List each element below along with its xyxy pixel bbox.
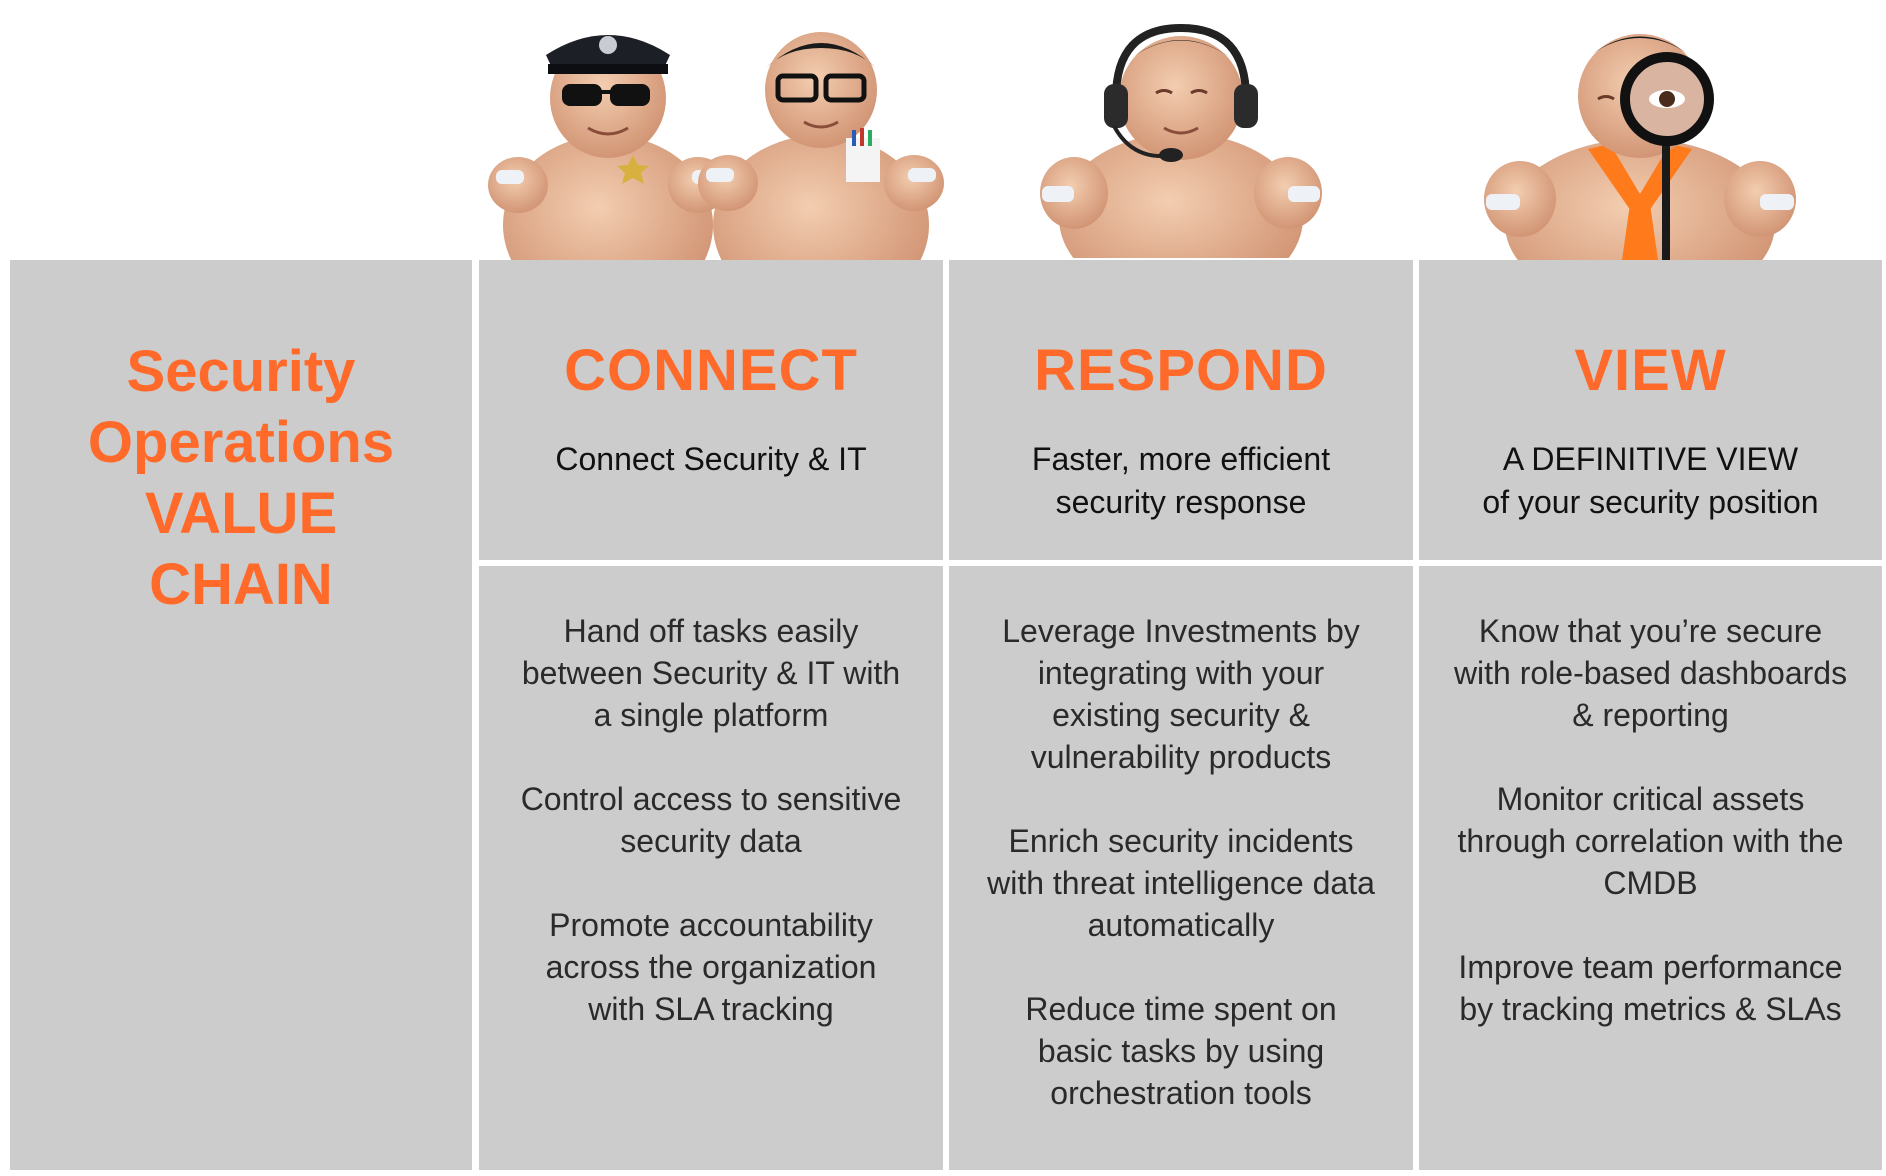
- bullet-line: Know that you’re secure: [1478, 613, 1823, 649]
- connect-header-cell: CONNECT Connect Security & IT: [479, 260, 943, 560]
- bullet-line: with SLA tracking: [588, 991, 834, 1027]
- headset-sumo-icon: [1036, 18, 1326, 258]
- bullet-item: Reduce time spent on basic tasks by usin…: [949, 988, 1413, 1114]
- respond-title: RESPOND: [1034, 338, 1328, 403]
- bullet-line: Leverage Investments by: [1002, 613, 1360, 649]
- connect-subtitle: Connect Security & IT: [479, 438, 943, 481]
- bullet-item: Improve team performance by tracking met…: [1419, 946, 1882, 1030]
- respond-subtitle-line: security response: [1055, 484, 1307, 520]
- respond-subtitle-line: Faster, more efficient: [1031, 441, 1331, 477]
- bullet-line: Control access to sensitive: [520, 781, 902, 817]
- respond-header-cell: RESPOND Faster, more efficient security …: [949, 260, 1413, 560]
- connect-body-cell: Hand off tasks easily between Security &…: [479, 566, 943, 1170]
- bullet-line: basic tasks by using: [1037, 1033, 1325, 1069]
- view-subtitle: A DEFINITIVE VIEW of your security posit…: [1419, 438, 1882, 524]
- connect-bullets: Hand off tasks easily between Security &…: [479, 610, 943, 1072]
- bullet-line: Promote accountability: [549, 907, 873, 943]
- respond-subtitle: Faster, more efficient security response: [949, 438, 1413, 524]
- value-chain-panel: Security Operations VALUE CHAIN: [10, 260, 472, 1170]
- bullet-line: Monitor critical assets: [1496, 781, 1805, 817]
- bullet-line: with role-based dashboards: [1453, 655, 1848, 691]
- bullet-line: between Security & IT with: [521, 655, 901, 691]
- bullet-line: security data: [620, 823, 802, 859]
- respond-bullets: Leverage Investments by integrating with…: [949, 610, 1413, 1156]
- value-chain-title-line: Security: [126, 339, 356, 404]
- bullet-line: Hand off tasks easily: [563, 613, 859, 649]
- bullet-item: Enrich security incidents with threat in…: [949, 820, 1413, 946]
- bullet-item: Monitor critical assets through correlat…: [1419, 778, 1882, 904]
- bullet-line: through correlation with the: [1457, 823, 1844, 859]
- view-title: VIEW: [1574, 338, 1727, 403]
- bullet-line: Reduce time spent on: [1025, 991, 1337, 1027]
- bullet-line: Enrich security incidents: [1008, 823, 1354, 859]
- value-chain-title: Security Operations VALUE CHAIN: [10, 336, 472, 620]
- value-chain-title-line: CHAIN: [149, 552, 333, 617]
- magnifier-sumo-icon: [1480, 24, 1800, 260]
- bullet-line: automatically: [1087, 907, 1275, 943]
- view-bullets: Know that you’re secure with role-based …: [1419, 610, 1882, 1072]
- bullet-line: CMDB: [1603, 865, 1698, 901]
- bullet-line: across the organization: [545, 949, 877, 985]
- bullet-line: with threat intelligence data: [987, 865, 1375, 901]
- bullet-item: Know that you’re secure with role-based …: [1419, 610, 1882, 736]
- view-header-cell: VIEW A DEFINITIVE VIEW of your security …: [1419, 260, 1882, 560]
- view-subtitle-line: of your security position: [1482, 484, 1819, 520]
- bullet-line: Improve team performance: [1458, 949, 1843, 985]
- bullet-item: Promote accountability across the organi…: [479, 904, 943, 1030]
- bullet-item: Control access to sensitive security dat…: [479, 778, 943, 862]
- bullet-line: by tracking metrics & SLAs: [1459, 991, 1842, 1027]
- bullet-line: orchestration tools: [1050, 1075, 1312, 1111]
- bullet-line: a single platform: [593, 697, 829, 733]
- bullet-line: existing security &: [1052, 697, 1310, 733]
- value-chain-title-line: Operations: [87, 410, 395, 475]
- bullet-line: & reporting: [1572, 697, 1729, 733]
- bullet-item: Hand off tasks easily between Security &…: [479, 610, 943, 736]
- connect-subtitle-line: Connect Security & IT: [555, 441, 867, 477]
- bullet-item: Leverage Investments by integrating with…: [949, 610, 1413, 778]
- respond-body-cell: Leverage Investments by integrating with…: [949, 566, 1413, 1170]
- view-body-cell: Know that you’re secure with role-based …: [1419, 566, 1882, 1170]
- connect-title: CONNECT: [564, 338, 858, 403]
- view-subtitle-line: A DEFINITIVE VIEW: [1502, 441, 1799, 477]
- bullet-line: integrating with your: [1037, 655, 1325, 691]
- value-chain-title-line: VALUE: [144, 481, 338, 546]
- bullet-line: vulnerability products: [1030, 739, 1332, 775]
